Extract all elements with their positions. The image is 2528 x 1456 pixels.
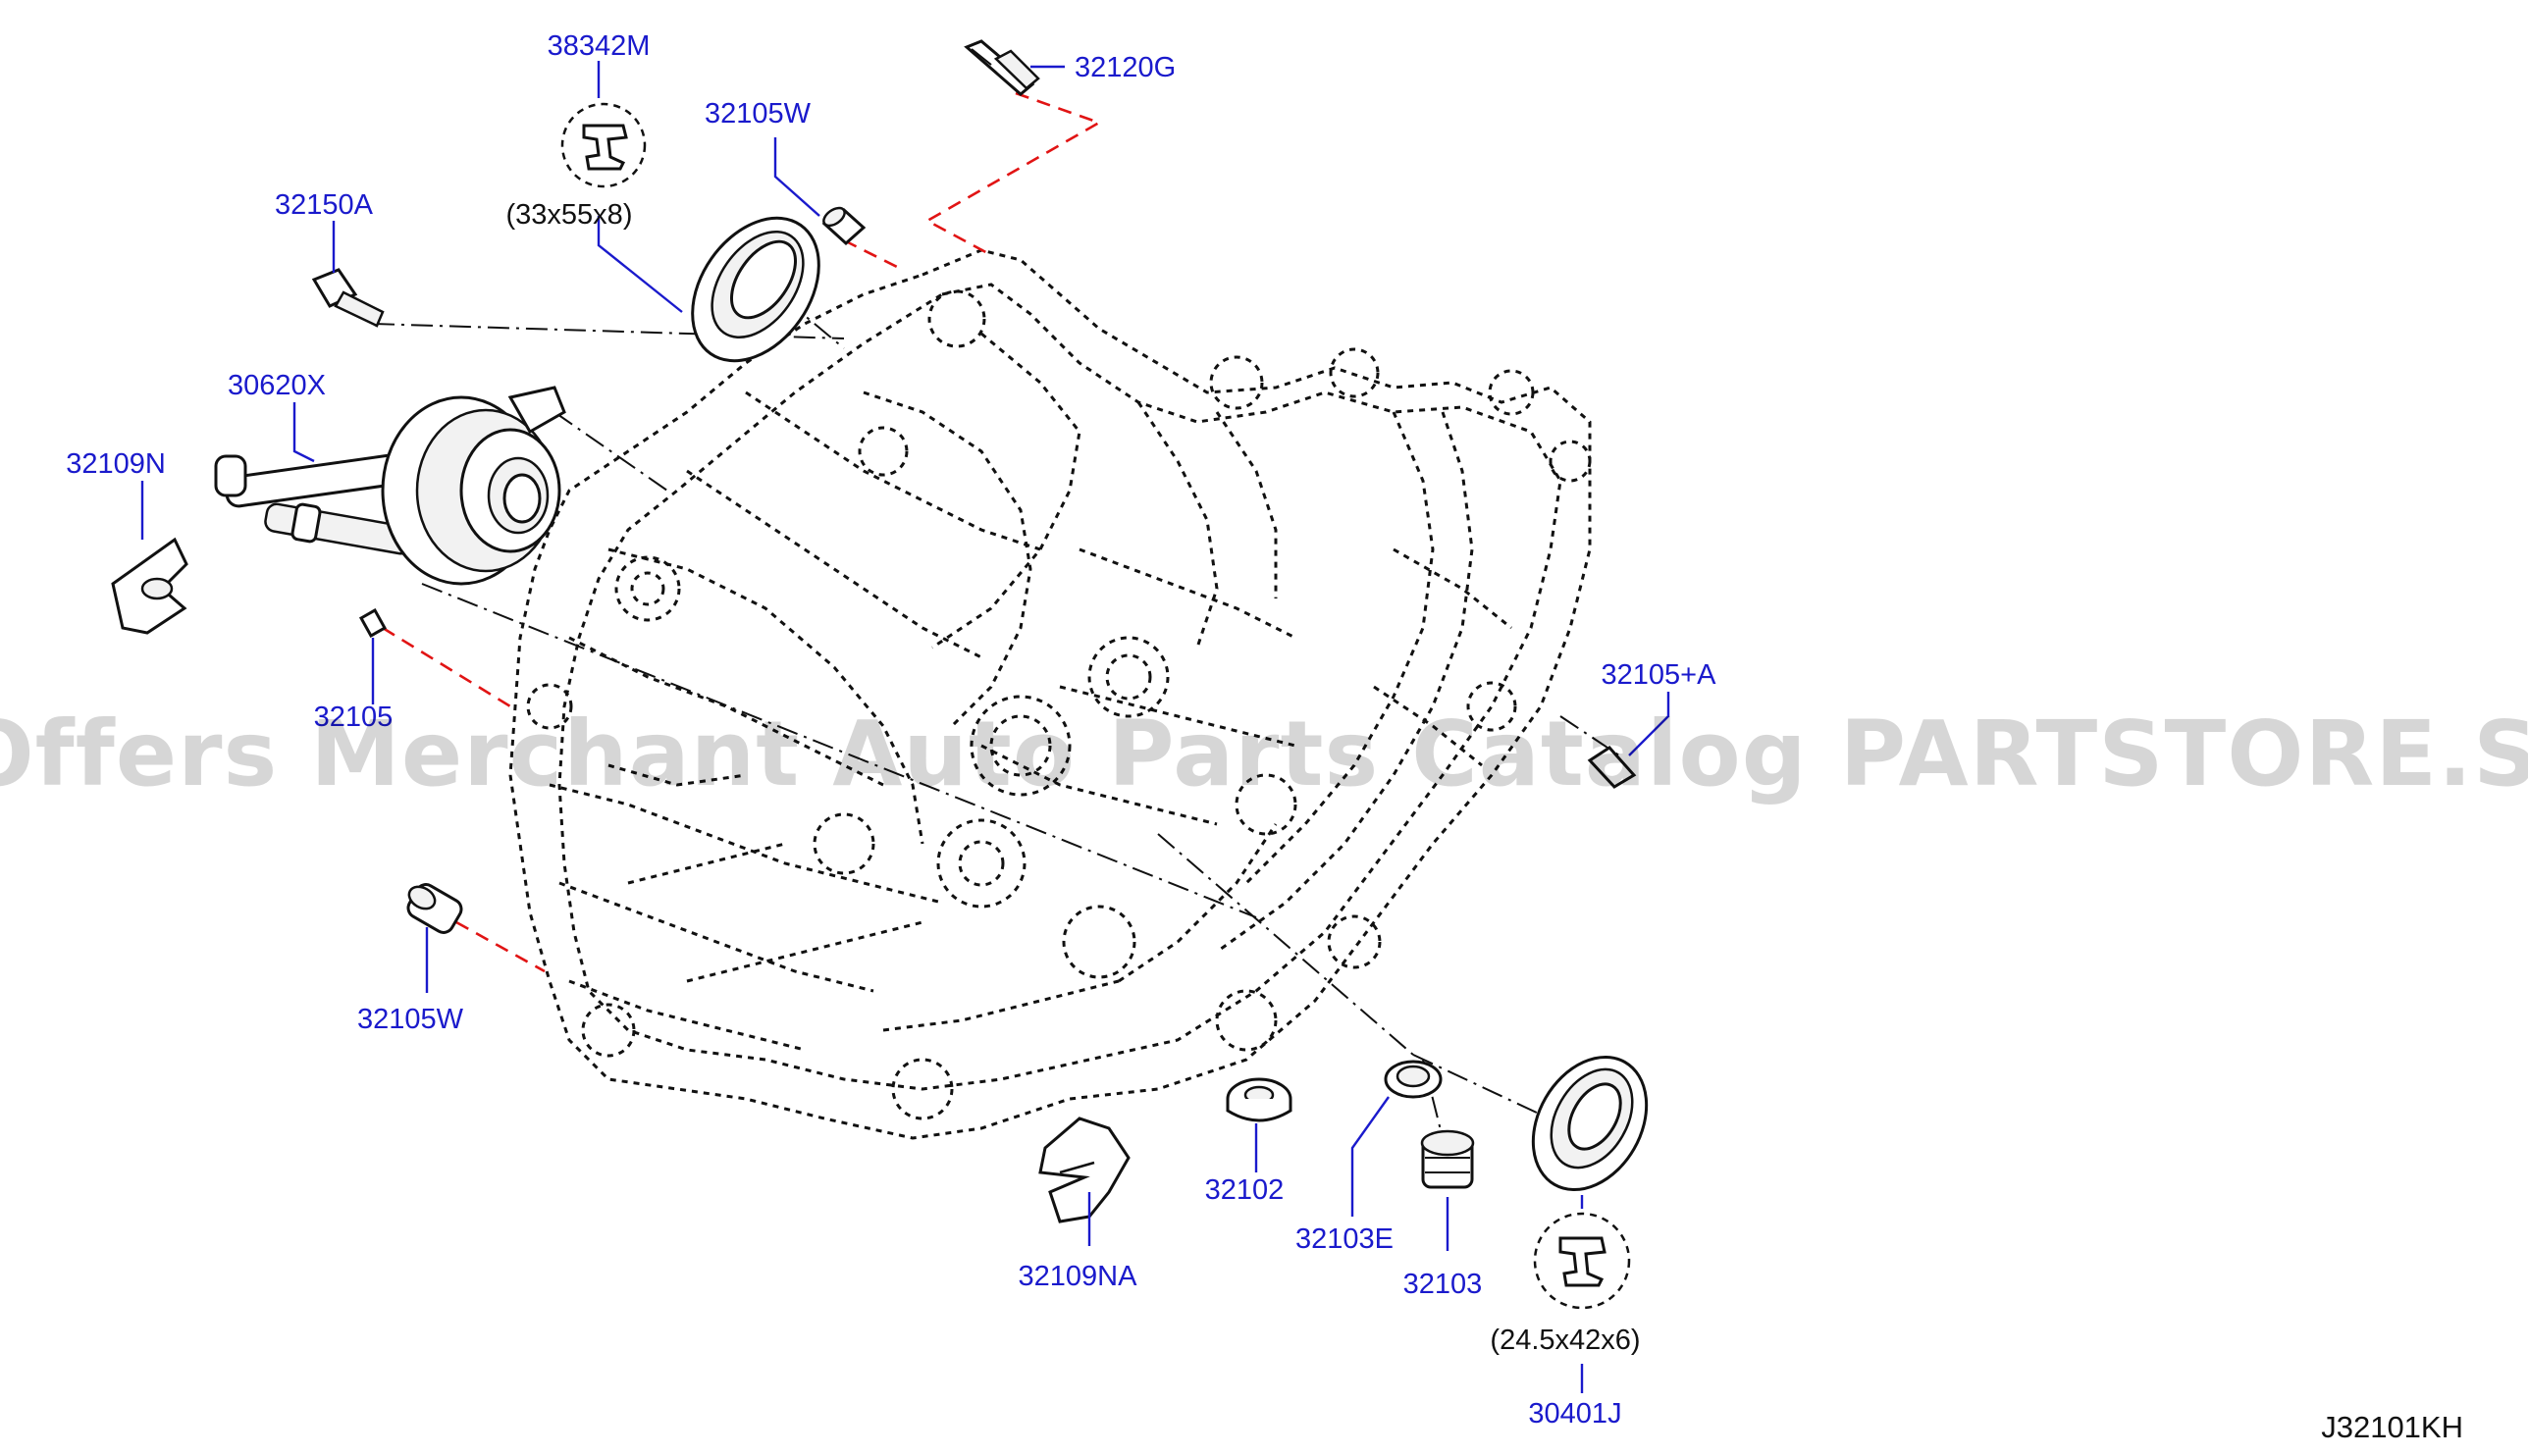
label-38342m[interactable]: 38342M — [548, 30, 651, 62]
watermark: Offers Merchant Auto Parts Catalog PARTS… — [0, 702, 2528, 806]
washer-32102[interactable] — [1226, 1077, 1292, 1122]
seal-section-detail-bottom — [1533, 1212, 1631, 1310]
label-32105w-top[interactable]: 32105W — [705, 98, 812, 130]
concentric-slave-cylinder-30620x[interactable] — [214, 386, 566, 586]
bolt-32150a[interactable] — [311, 268, 385, 328]
gasket-32103e[interactable] — [1384, 1060, 1443, 1099]
label-30620x[interactable]: 30620X — [228, 370, 326, 401]
seal-section-detail-top — [560, 102, 647, 188]
dowel-32105w-top[interactable] — [820, 204, 867, 246]
label-leader-lines — [140, 61, 1670, 1393]
label-32105[interactable]: 32105 — [314, 702, 394, 733]
dowel-32105a[interactable] — [1587, 746, 1637, 789]
label-32103[interactable]: 32103 — [1403, 1269, 1483, 1300]
label-32105a[interactable]: 32105+A — [1602, 659, 1717, 691]
drain-plug-32103[interactable] — [1420, 1129, 1475, 1189]
label-32109n[interactable]: 32109N — [66, 448, 166, 480]
part-labels: 38342M 32120G 32105W 32150A 30620X 32109… — [66, 30, 1716, 1430]
stud-32120g[interactable] — [964, 39, 1040, 96]
label-30401j[interactable]: 30401J — [1528, 1398, 1621, 1430]
diagram-code: J32101KH — [2321, 1410, 2463, 1444]
label-32120g[interactable]: 32120G — [1075, 52, 1176, 83]
plate-32109n[interactable] — [111, 537, 188, 635]
label-32102[interactable]: 32102 — [1205, 1174, 1285, 1206]
dimension-seal-bottom: (24.5x42x6) — [1490, 1325, 1640, 1356]
dowel-32105[interactable] — [358, 607, 388, 639]
label-32150a[interactable]: 32150A — [275, 189, 374, 221]
oil-seal-bottom[interactable] — [1510, 1037, 1669, 1211]
dimension-labels: (33x55x8) (24.5x42x6) — [506, 199, 1641, 1356]
transmission-housing — [508, 248, 1592, 1140]
oil-seal-top[interactable] — [666, 194, 845, 385]
label-32105w-bottom[interactable]: 32105W — [357, 1004, 464, 1035]
label-32109na[interactable]: 32109NA — [1019, 1261, 1138, 1292]
red-leader-lines — [382, 91, 1103, 973]
dowel-32105w-bottom[interactable] — [404, 881, 464, 936]
dimension-seal-top: (33x55x8) — [506, 199, 633, 231]
plate-32109na[interactable] — [1038, 1117, 1131, 1223]
label-32103e[interactable]: 32103E — [1295, 1223, 1394, 1255]
